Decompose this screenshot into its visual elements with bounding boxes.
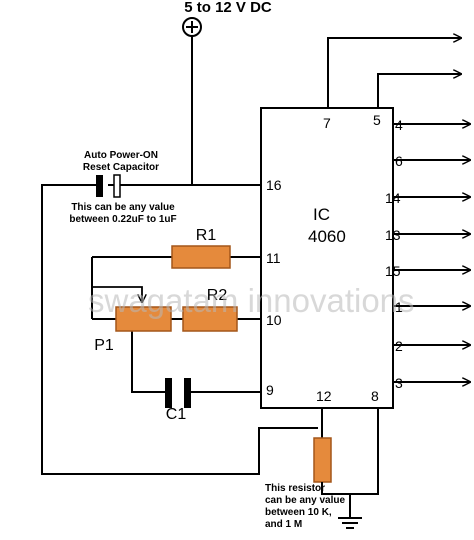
pin-10-number: 10 bbox=[266, 312, 282, 328]
pin-12-number: 12 bbox=[316, 388, 332, 404]
res-note-line3: between 10 K, bbox=[265, 507, 332, 518]
ic-part-number: 4060 bbox=[308, 227, 346, 246]
reset-loop-wire bbox=[41, 184, 318, 475]
potentiometer-p1 bbox=[115, 306, 172, 332]
res-note-line2: can be any value bbox=[265, 495, 345, 506]
right-output-pins bbox=[393, 124, 470, 382]
ic-body bbox=[260, 107, 394, 409]
pin5-output-wire bbox=[377, 74, 461, 108]
r2-label: R2 bbox=[207, 287, 228, 304]
positive-terminal-icon bbox=[182, 17, 202, 37]
supply-label: 5 to 12 V DC bbox=[184, 0, 272, 16]
pin-6-number: 6 bbox=[395, 153, 403, 169]
res-note-line1: This resistor bbox=[265, 483, 325, 494]
cap-title-line2: Reset Capacitor bbox=[83, 162, 159, 173]
pin-9-number: 9 bbox=[266, 382, 274, 398]
cap-title-line1: Auto Power-ON bbox=[84, 150, 158, 161]
pin-7-number: 7 bbox=[323, 115, 331, 131]
pin-8-number: 8 bbox=[371, 388, 379, 404]
cap-note-line2: between 0.22uF to 1uF bbox=[69, 214, 176, 225]
r1-label: R1 bbox=[196, 227, 217, 244]
pin-5-number: 5 bbox=[373, 112, 381, 128]
pin-4-number: 4 bbox=[395, 117, 403, 133]
p1-label: P1 bbox=[94, 337, 114, 354]
resistor-r2 bbox=[182, 306, 238, 332]
pin9-wire bbox=[131, 319, 165, 393]
resistor-r1 bbox=[171, 245, 231, 269]
pin12-resistor bbox=[313, 437, 332, 483]
pin-16-number: 16 bbox=[266, 177, 282, 193]
c1-label: C1 bbox=[166, 406, 187, 423]
res-note-line4: and 1 M bbox=[265, 519, 302, 530]
pin-14-number: 14 bbox=[385, 190, 401, 206]
pin-13-number: 13 bbox=[385, 227, 401, 243]
pin-2-number: 2 bbox=[395, 338, 403, 354]
pin-3-number: 3 bbox=[395, 375, 403, 391]
pin-1-number: 1 bbox=[395, 299, 403, 315]
pin-11-number: 11 bbox=[266, 250, 281, 266]
ic-label: IC bbox=[313, 205, 330, 224]
reset-capacitor bbox=[96, 174, 121, 198]
p1-wiper-arrow bbox=[92, 286, 142, 302]
ground-icon bbox=[338, 517, 362, 529]
pin-15-number: 15 bbox=[385, 263, 401, 279]
capacitor-c1 bbox=[165, 378, 191, 408]
watermark: swagatam innovations bbox=[88, 282, 415, 319]
cap-note-line1: This can be any value bbox=[71, 202, 175, 213]
pin7-output-wire bbox=[327, 38, 461, 108]
